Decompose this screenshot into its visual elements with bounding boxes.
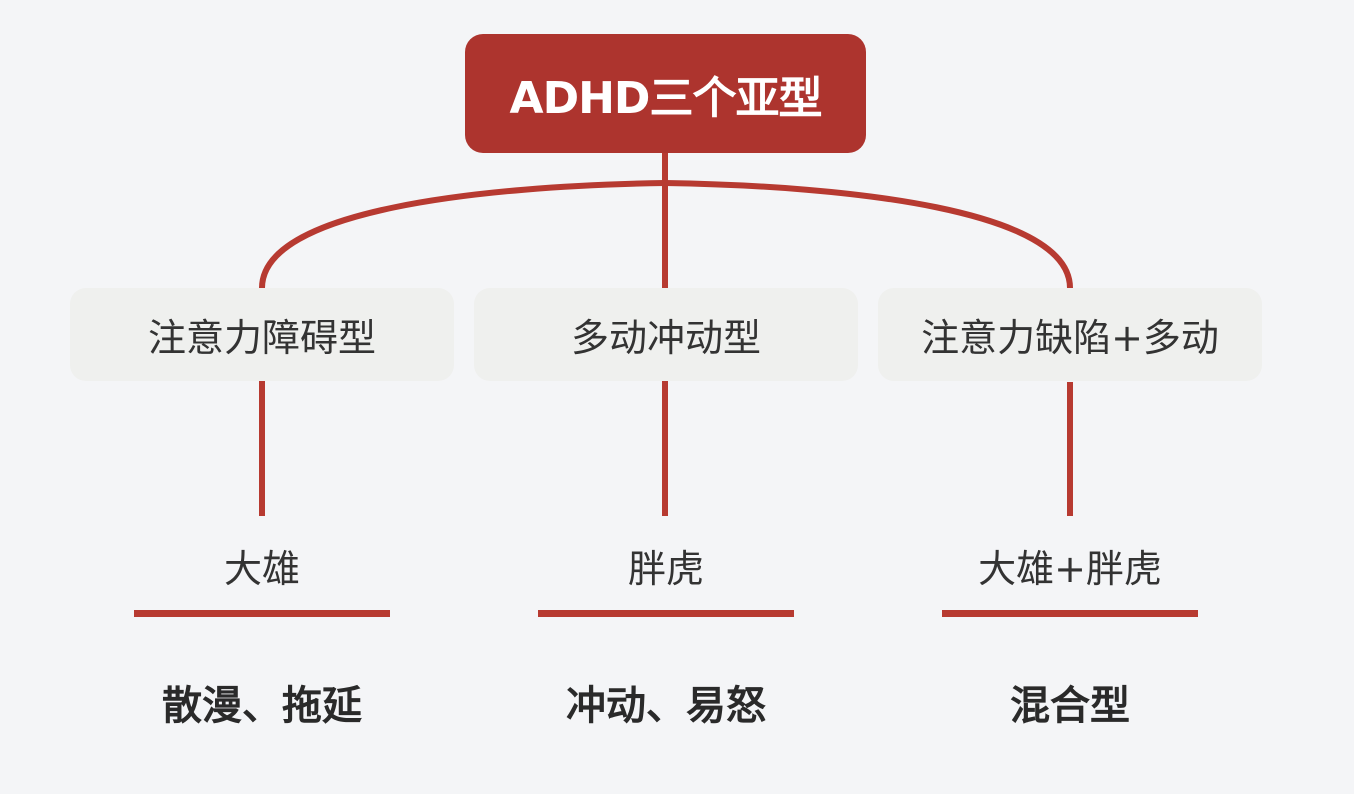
traits-combined: 混合型 [942,672,1198,732]
traits-inattentive: 散漫、拖延 [134,672,390,732]
root-title: ADHD三个亚型 [509,72,823,124]
left-branch-curve [259,180,666,289]
branch-node-combined: 注意力缺陷+多动 [878,288,1262,381]
underline-divider [538,610,794,617]
traits-text: 混合型 [1010,683,1130,729]
branch-label: 多动冲动型 [570,316,761,360]
leaf-character-hyperactive: 胖虎 [538,535,794,595]
root-node: ADHD三个亚型 [465,34,866,153]
traits-hyperactive: 冲动、易怒 [538,672,794,732]
branch-node-inattentive: 注意力障碍型 [70,288,454,381]
underline-divider [942,610,1198,617]
character-name: 大雄+胖虎 [978,546,1162,591]
branch-node-hyperactive: 多动冲动型 [474,288,858,381]
leaf-character-combined: 大雄+胖虎 [942,535,1198,595]
underline-divider [134,610,390,617]
traits-text: 冲动、易怒 [566,683,766,729]
right-branch-curve [664,180,1073,289]
leaf-character-inattentive: 大雄 [134,535,390,595]
character-name: 胖虎 [627,546,704,591]
character-name: 大雄 [223,546,300,591]
branch-label: 注意力缺陷+多动 [921,316,1219,360]
branch-label: 注意力障碍型 [147,316,376,360]
traits-text: 散漫、拖延 [162,683,362,729]
